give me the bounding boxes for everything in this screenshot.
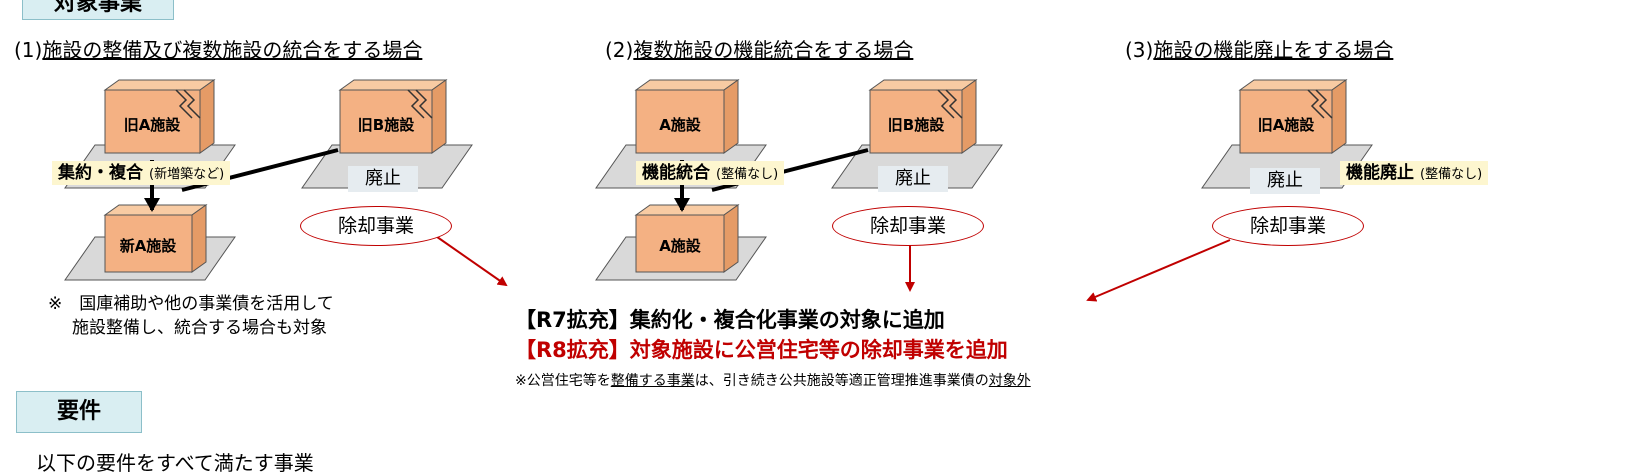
case2-a-top-label: A施設 <box>659 116 702 134</box>
target-projects-tab: 対象事業 <box>22 0 174 20</box>
case3-old-a-facility: 旧A施設 <box>1201 79 1373 189</box>
case1-note-line2: 施設整備し、統合する場合も対象 <box>72 318 327 338</box>
case2-removal-ellipse: 除却事業 <box>832 206 984 246</box>
case3-haishi-label: 廃止 <box>1250 168 1320 194</box>
case2-title-text: 複数施設の機能統合をする場合 <box>633 38 914 62</box>
case1-number: (1) <box>14 38 43 62</box>
case1-new-a-facility: 新A施設 <box>64 204 236 281</box>
case1-title-text: 施設の整備及び複数施設の統合をする場合 <box>42 38 423 62</box>
case1-note: ※ 国庫補助や他の事業債を活用して 施設整備し、統合する場合も対象 <box>48 292 334 340</box>
case2-action-bold: 機能統合 <box>642 163 710 183</box>
case1-removal-arrow <box>429 231 508 287</box>
case1-removal-ellipse: 除却事業 <box>300 206 452 246</box>
target-projects-tab-label: 対象事業 <box>53 0 142 16</box>
case3-removal-ellipse: 除却事業 <box>1212 206 1364 246</box>
case2-a-facility-bottom: A施設 <box>595 204 767 281</box>
case2-a-bottom-label: A施設 <box>659 237 702 255</box>
case2-action-label: 機能統合 (整備なし) <box>636 161 785 185</box>
case3-action-note: (整備なし) <box>1420 167 1483 182</box>
case3-old-a-label: 旧A施設 <box>1258 116 1316 134</box>
case1-haishi-label: 廃止 <box>348 166 418 192</box>
case2-title: (2)複数施設の機能統合をする場合 <box>605 34 913 63</box>
case3-action-label: 機能廃止 (整備なし) <box>1340 161 1489 185</box>
summary-note-d: 対象外 <box>988 373 1031 389</box>
case3-action-bold: 機能廃止 <box>1346 163 1414 183</box>
case1-new-a-label: 新A施設 <box>120 237 178 255</box>
case2-old-b-facility: 旧B施設 <box>831 79 1003 189</box>
summary-note: ※公営住宅等を整備する事業は、引き続き公共施設等適正管理推進事業債の対象外 <box>515 370 1031 390</box>
case3-removal-arrow <box>1086 239 1231 302</box>
requirements-tab-label: 要件 <box>56 399 101 424</box>
summary-note-a: ※公営住宅等を <box>515 373 611 389</box>
case3-number: (3) <box>1125 38 1154 62</box>
case1-old-a-label: 旧A施設 <box>124 116 182 134</box>
case2-old-b-label: 旧B施設 <box>888 116 945 134</box>
case1-action-bold: 集約・複合 <box>58 163 143 183</box>
case1-action-label: 集約・複合 (新増築など) <box>52 161 231 185</box>
case3-title-text: 施設の機能廃止をする場合 <box>1153 38 1394 62</box>
requirements-text: 以下の要件をすべて満たす事業 <box>36 451 314 475</box>
summary-r7-expansion: 【R7拡充】集約化・複合化事業の対象に追加 <box>515 308 945 332</box>
case3-title: (3)施設の機能廃止をする場合 <box>1125 34 1393 63</box>
summary-note-b: 整備する事業 <box>610 373 695 389</box>
case2-action-note: (整備なし) <box>716 167 779 182</box>
requirements-tab: 要件 <box>16 391 142 433</box>
case1-title: (1)施設の整備及び複数施設の統合をする場合 <box>14 34 422 63</box>
case2-haishi-label: 廃止 <box>878 166 948 192</box>
case1-old-b-label: 旧B施設 <box>358 116 415 134</box>
case1-note-line1: ※ 国庫補助や他の事業債を活用して <box>48 294 334 314</box>
case2-number: (2) <box>605 38 634 62</box>
summary-note-c: は、引き続き公共施設等適正管理推進事業債の <box>694 373 989 389</box>
summary-r8-expansion: 【R8拡充】対象施設に公営住宅等の除却事業を追加 <box>515 338 1008 362</box>
case1-action-note: (新増築など) <box>149 167 225 182</box>
